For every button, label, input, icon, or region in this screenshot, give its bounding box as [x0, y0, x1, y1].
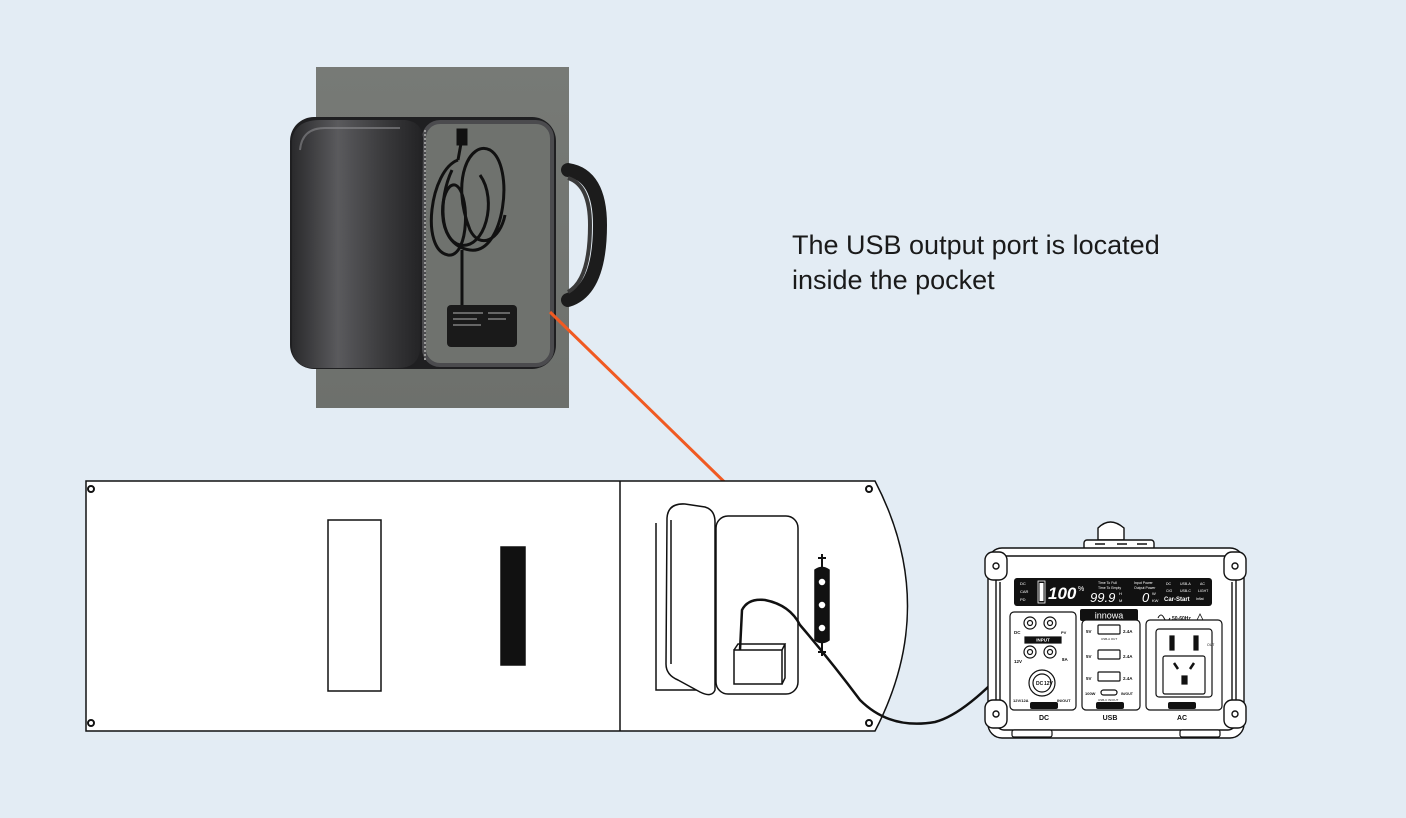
- lcd-unit-kw: KW: [1152, 598, 1159, 603]
- usbc-100w-label: 100W: [1085, 691, 1096, 696]
- freq-label: 50-60Hz: [1172, 616, 1191, 622]
- panel-slot-outline: [327, 519, 382, 692]
- lcd-ind-r-usbc: USB-C: [1180, 589, 1191, 593]
- handle-drawing: [814, 554, 830, 656]
- lcd-ind-r-dc: DC: [1166, 582, 1172, 586]
- dc-12v-label: 12V: [1044, 681, 1054, 687]
- usbc-label: USB-C IN/OUT: [1098, 698, 1119, 702]
- lcd-power-value: 0: [1142, 590, 1150, 605]
- usb-amp-1: 2.4A: [1123, 629, 1133, 634]
- pv-label: PV: [1061, 630, 1067, 635]
- brand-logo: innowa: [1095, 611, 1124, 621]
- pointer-arrow: [548, 310, 750, 506]
- caption-line-1: The USB output port is located: [792, 230, 1160, 260]
- lcd-unit-w: W: [1152, 591, 1156, 596]
- caption: The USB output port is located inside th…: [792, 228, 1312, 298]
- dc-rating-label: 12V/12A: [1013, 698, 1029, 703]
- usb-amp-2: 2.4A: [1123, 654, 1133, 659]
- a8-label: 8A: [1062, 657, 1069, 662]
- lcd-ind-r-usba: USB-A: [1180, 582, 1191, 586]
- coiled-cable: [429, 128, 507, 310]
- usb-amp-3: 2.4A: [1123, 676, 1133, 681]
- lcd-car-start: Car-Start: [1164, 597, 1190, 603]
- lcd-ind-r-cig: CIG: [1166, 589, 1173, 593]
- lcd-battery-percent: 100: [1048, 584, 1077, 603]
- lcd-unit-h: H: [1119, 591, 1122, 596]
- folded-panel-photo: [290, 67, 608, 408]
- ac-out-label: OUT: [1207, 643, 1215, 647]
- lcd-time-full-label: Time To Full: [1098, 581, 1117, 585]
- dc-input-label: DC: [1014, 630, 1021, 635]
- usb-5v-1: 5V: [1086, 629, 1092, 634]
- lcd-output-power-label: Output Power: [1134, 586, 1156, 590]
- lcd-ind-car: CAR: [1020, 589, 1029, 594]
- carry-handle: [561, 163, 608, 307]
- usb-5v-3: 5V: [1086, 676, 1092, 681]
- lcd-percent-sign: %: [1078, 586, 1084, 593]
- dc-big-label: DC: [1036, 681, 1044, 687]
- usb-a-out-label: USB-A OUT: [1101, 637, 1117, 641]
- connection-cable: [738, 598, 1049, 725]
- usbc-inout-label: IN/OUT: [1121, 692, 1134, 696]
- section-usb-label: USB: [1103, 715, 1118, 722]
- input-label: INPUT: [1036, 638, 1050, 643]
- pouch-flap-drawing: [665, 503, 716, 696]
- section-dc-label: DC: [1039, 715, 1049, 722]
- dc-inout-label: IN/OUT: [1057, 698, 1071, 703]
- usb-module-drawing: [733, 649, 783, 685]
- usb-module-photo: [447, 305, 517, 347]
- lcd-ind-r-light: LIGHT: [1198, 589, 1209, 593]
- lcd-ind-dc: DC: [1020, 581, 1026, 586]
- power-station: DC CAR PD 100 % Time To Full Time To Emp…: [984, 521, 1247, 739]
- unfolded-solar-panel: [85, 480, 1049, 732]
- lcd-display: DC CAR PD 100 % Time To Full Time To Emp…: [1014, 578, 1212, 606]
- lcd-input-power-label: Input Power: [1134, 581, 1154, 585]
- lcd-ind-pd: PD: [1020, 597, 1026, 602]
- section-ac-label: AC: [1177, 715, 1187, 722]
- lcd-time-empty-label: Time To Empty: [1098, 586, 1121, 590]
- lcd-ind-r-ac: AC: [1200, 582, 1205, 586]
- panel-rivets: [87, 485, 873, 727]
- v12-label: 12V: [1014, 659, 1022, 664]
- lcd-flag-label: Inflat: [1196, 597, 1204, 601]
- lcd-unit-m: M: [1119, 598, 1122, 603]
- panel-slot-filled: [500, 546, 526, 666]
- pouch-flap: [292, 120, 424, 368]
- usb-5v-2: 5V: [1086, 654, 1092, 659]
- pouch-back-drawing: [655, 523, 710, 691]
- caption-line-2: inside the pocket: [792, 265, 995, 295]
- lcd-time-value: 99.9: [1090, 590, 1115, 605]
